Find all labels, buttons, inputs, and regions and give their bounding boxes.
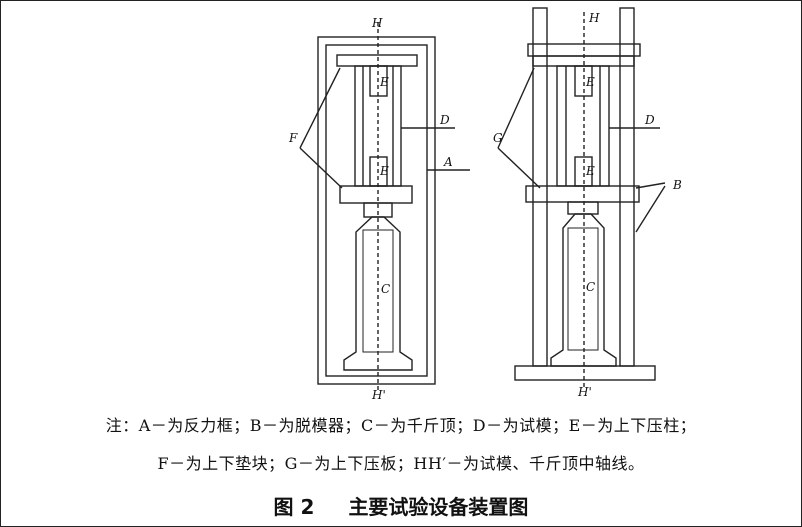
equipment-diagram: H H' E E F D A C H H' E E G D B C [288,7,682,402]
left-top-plate [336,54,418,67]
left-pad-block [339,185,413,204]
label-right-h-prime: H' [577,385,592,399]
label-right-e-upper: E [585,75,595,89]
label-left-e-lower: E [379,164,389,178]
label-left-h: H [371,16,383,30]
right-base-plate [514,365,656,381]
label-right-d: D [644,113,655,127]
note-line-2: F－为上下垫块；G－为上下压板；HH′－为试模、千斤顶中轴线。 [157,454,645,473]
figure-number: 图 2 [273,495,315,519]
demoulder-rod-left [532,7,548,367]
left-jack [343,216,413,371]
label-left-d: D [439,113,450,127]
label-g: G [493,131,503,145]
left-mould [354,65,402,187]
label-left-h-prime: H' [371,388,386,402]
label-right-c: C [586,280,595,294]
label-a: A [443,155,453,169]
figure-title: 主要试验设备装置图 [348,495,529,519]
label-right-e-lower: E [585,164,595,178]
label-f: F [288,131,298,145]
right-apparatus [497,7,666,381]
note-line-1: 注：A－为反力框；B－为脱模器；C－为千斤顶；D－为试模；E－为上下压柱； [105,416,697,435]
figure-caption: 图 2 主要试验设备装置图 [0,491,802,520]
reaction-frame-outer [317,36,436,385]
label-left-e-upper: E [379,75,389,89]
right-lower-plate [525,185,640,203]
label-right-h: H [588,11,600,25]
left-apparatus [299,36,470,385]
label-left-c: C [381,282,390,296]
reaction-frame-inner [325,44,428,377]
label-b: B [672,178,682,192]
right-mould [556,65,610,187]
demoulder-rod-right [619,7,635,367]
